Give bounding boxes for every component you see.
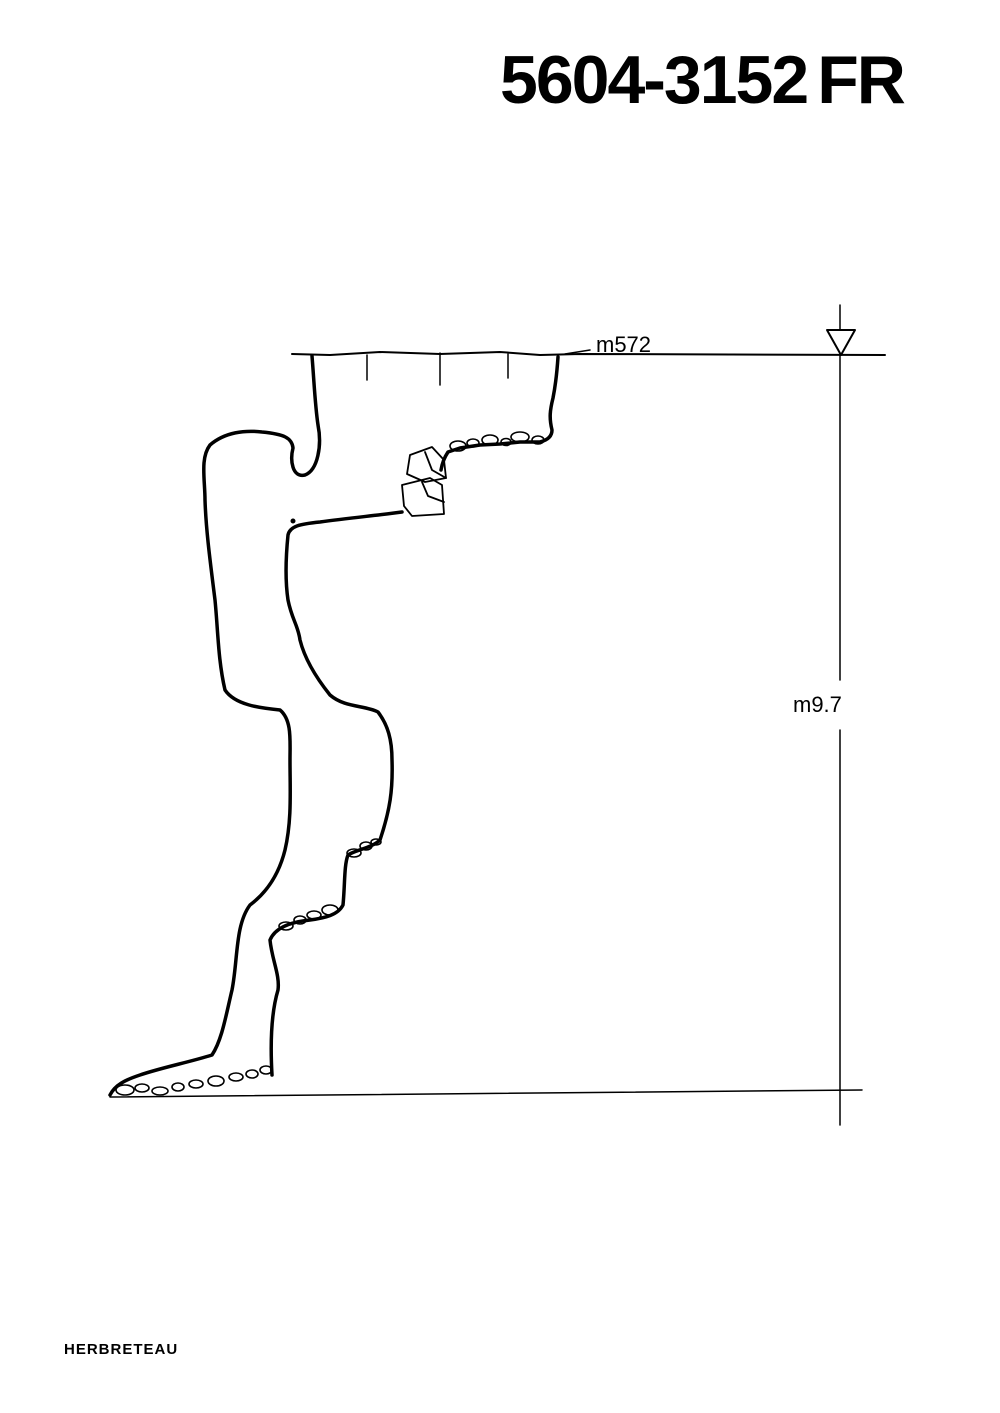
cave-number: 5604-3152 [500,42,809,118]
rubble-floor-bottom [115,1065,273,1096]
depth-label: m9.7 [793,692,842,717]
cave-wall-left [108,354,322,1097]
rubble-ledge-middle [346,838,382,858]
cave-wall-right [439,355,560,472]
cave-wall-inner [268,510,404,1077]
altitude-leader [564,349,591,355]
down-triangle-icon [826,329,856,356]
author-credit: HERBRETEAU [64,1341,179,1358]
ground-surface-line [291,351,886,356]
survey-point [290,518,296,524]
cave-floor-level-line [109,1089,863,1098]
collapse-blocks [401,446,447,517]
rubble-ledge-lower [278,904,339,931]
surface-ticks [366,352,509,386]
region-code: FR [817,42,906,118]
entrance-altitude-label: m572 [596,332,651,357]
rubble-floor-upper [449,431,545,452]
